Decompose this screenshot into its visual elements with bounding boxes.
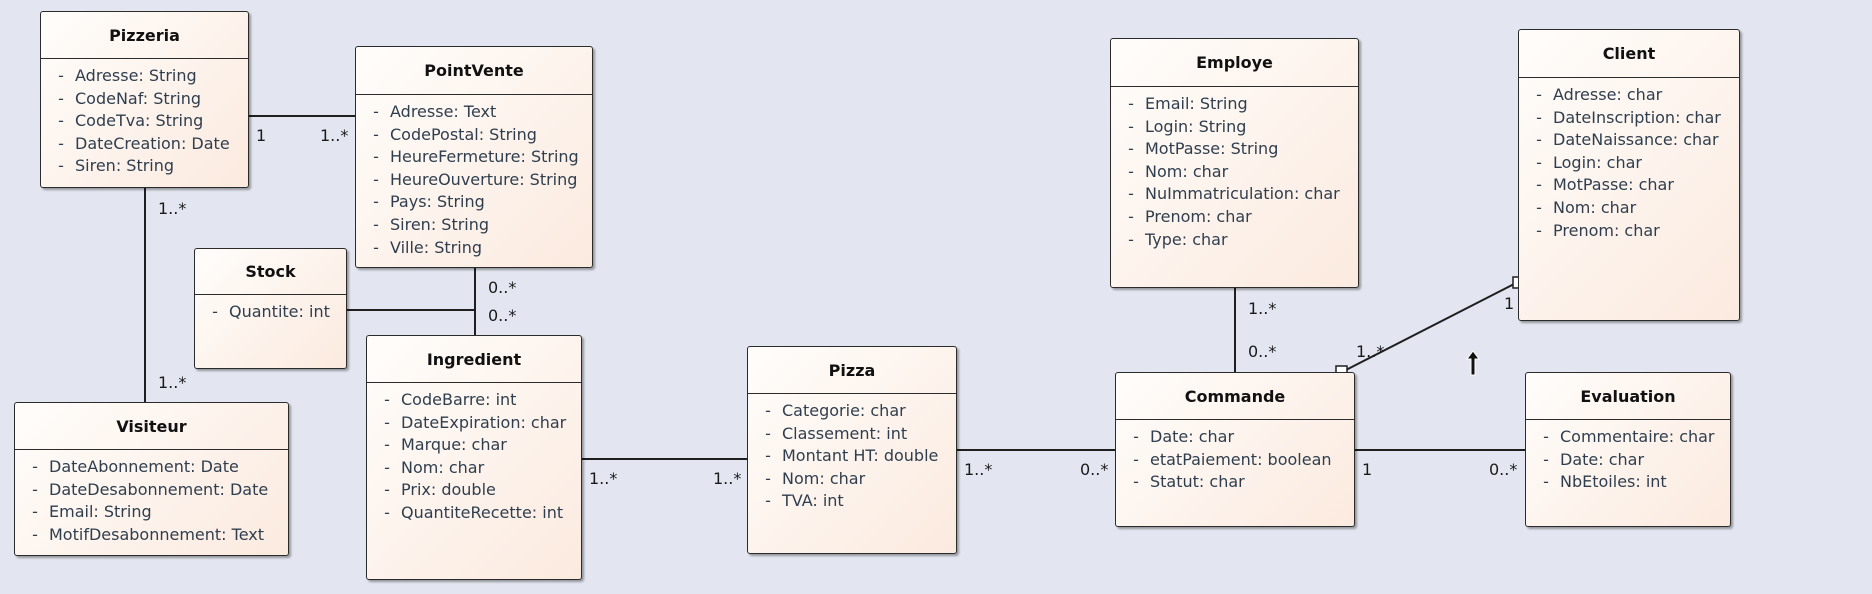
multiplicity-label: 1..* [713, 469, 742, 488]
attribute: -Marque: char [384, 435, 507, 455]
attribute: -Prix: double [384, 480, 496, 500]
attribute: -MotPasse: String [1128, 139, 1279, 159]
attribute: -Statut: char [1133, 472, 1245, 492]
class-name: Pizza [748, 347, 956, 394]
multiplicity-label: 0..* [1080, 460, 1109, 479]
attribute: -Categorie: char [765, 401, 906, 420]
multiplicity-label: 1..* [1356, 342, 1385, 361]
link-commande-client [1341, 281, 1519, 373]
multiplicity-label: 1..* [964, 460, 993, 479]
class-employe[interactable]: Employe -Email: String -Login: String -M… [1110, 38, 1359, 288]
attribute: -Quantite: int [212, 302, 330, 321]
class-pizzeria[interactable]: Pizzeria -Adresse: String -CodeNaf: Stri… [40, 11, 249, 188]
attribute: -CodeBarre: int [384, 390, 517, 409]
attribute: -Date: char [1543, 449, 1645, 469]
attribute: -DateNaissance: char [1536, 130, 1719, 150]
class-name: Visiteur [15, 403, 288, 450]
class-name: Stock [195, 249, 346, 295]
attribute: -Siren: String [373, 214, 490, 234]
multiplicity-label: 0..* [1248, 342, 1277, 361]
class-client[interactable]: Client -Adresse: char -DateInscription: … [1518, 29, 1740, 321]
attribute: -DateInscription: char [1536, 107, 1721, 127]
attribute: -NuImmatriculation: char [1128, 184, 1340, 204]
class-name: Commande [1116, 373, 1354, 420]
multiplicity-label: 1 [1504, 294, 1515, 313]
attribute: -DateDesabonnement: Date [32, 479, 269, 499]
attribute: -QuantiteRecette: int [384, 502, 564, 522]
attribute: -Type: char [1128, 229, 1228, 249]
multiplicity-label: 1..* [589, 469, 618, 488]
attribute: -Ville: String [373, 237, 482, 257]
attribute: -Commentaire: char [1543, 427, 1715, 446]
class-name: Ingredient [367, 336, 581, 383]
attribute: -MotifDesabonnement: Text [32, 524, 264, 544]
attribute: -NbEtoiles: int [1543, 472, 1667, 492]
multiplicity-label: 1 [1362, 460, 1373, 479]
attribute: -Prenom: char [1536, 220, 1660, 240]
class-name: PointVente [356, 47, 592, 95]
class-name: Evaluation [1526, 373, 1730, 420]
class-evaluation[interactable]: Evaluation -Commentaire: char -Date: cha… [1525, 372, 1731, 527]
attribute: -Email: String [32, 502, 152, 522]
class-name: Employe [1111, 39, 1358, 87]
class-stock[interactable]: Stock -Quantite: int [194, 248, 347, 369]
attribute: -Montant HT: double [765, 446, 939, 466]
class-commande[interactable]: Commande -Date: char -etatPaiement: bool… [1115, 372, 1355, 527]
attribute: -CodePostal: String [373, 124, 537, 144]
attribute: -DateAbonnement: Date [32, 457, 239, 476]
attribute: -Email: String [1128, 94, 1248, 113]
attribute: -CodeNaf: String [58, 88, 202, 108]
multiplicity-label: 0..* [1489, 460, 1518, 479]
attribute: -Nom: char [1536, 197, 1637, 217]
attribute: -MotPasse: char [1536, 175, 1674, 195]
attribute: -Login: String [1128, 116, 1247, 136]
attribute: -TVA: int [765, 491, 844, 511]
attribute: -DateExpiration: char [384, 412, 567, 432]
multiplicity-label: 0..* [488, 306, 517, 325]
multiplicity-label: 1..* [1248, 299, 1277, 318]
attribute: -CodeTva: String [58, 111, 204, 131]
attribute: -HeureOuverture: String [373, 169, 578, 189]
multiplicity-label: 0..* [488, 278, 517, 297]
attribute: -Adresse: String [58, 66, 197, 85]
attribute: -Prenom: char [1128, 206, 1252, 226]
multiplicity-label: 1..* [320, 126, 349, 145]
attribute: -Login: char [1536, 152, 1642, 172]
multiplicity-label: 1..* [158, 373, 187, 392]
class-name: Pizzeria [41, 12, 248, 59]
attribute: -HeureFermeture: String [373, 147, 579, 167]
multiplicity-label: 1 [256, 126, 267, 145]
attribute: -Nom: char [765, 468, 866, 488]
mouse-cursor-icon [1466, 350, 1480, 376]
attribute: -Adresse: Text [373, 102, 497, 121]
attribute: -Nom: char [1128, 161, 1229, 181]
attribute: -Classement: int [765, 423, 908, 443]
class-pointvente[interactable]: PointVente -Adresse: Text -CodePostal: S… [355, 46, 593, 268]
class-visiteur[interactable]: Visiteur -DateAbonnement: Date -DateDesa… [14, 402, 289, 556]
class-pizza[interactable]: Pizza -Categorie: char -Classement: int … [747, 346, 957, 554]
attribute: -DateCreation: Date [58, 133, 230, 153]
attribute: -Date: char [1133, 427, 1235, 446]
attribute: -Siren: String [58, 156, 175, 176]
attribute: -Pays: String [373, 192, 485, 212]
attribute: -etatPaiement: boolean [1133, 449, 1332, 469]
multiplicity-label: 1..* [158, 199, 187, 218]
attribute: -Adresse: char [1536, 85, 1663, 104]
attribute: -Nom: char [384, 457, 485, 477]
class-ingredient[interactable]: Ingredient -CodeBarre: int -DateExpirati… [366, 335, 582, 580]
class-name: Client [1519, 30, 1739, 78]
